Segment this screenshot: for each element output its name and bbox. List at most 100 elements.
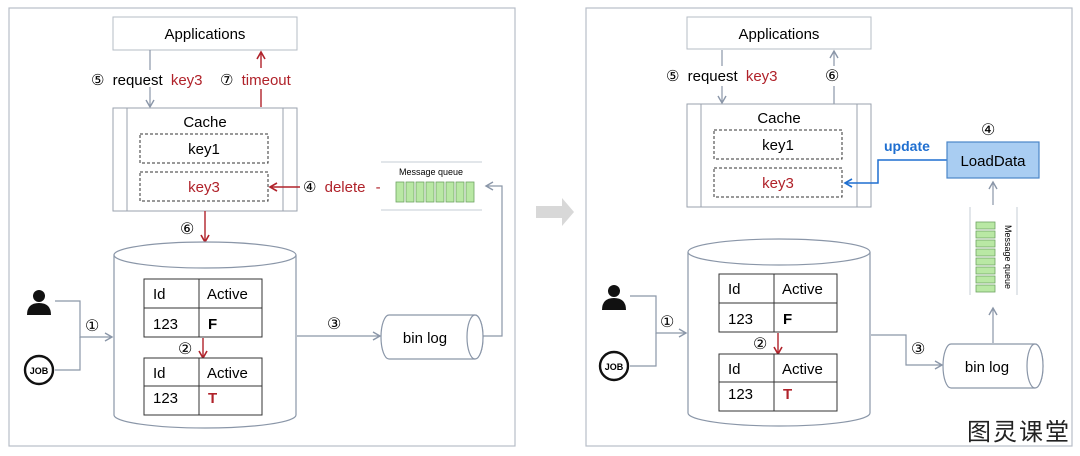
cache-key3-label-right: key3: [762, 175, 794, 192]
update-arrow: [843, 159, 947, 188]
user-write-connector: [55, 300, 114, 342]
binlog-label-right: bin log: [965, 359, 1009, 376]
cache-key3-slot-right: [713, 167, 843, 198]
delete-text: ④ delete -: [303, 179, 381, 196]
cache-key1-slot: [139, 133, 269, 164]
mq-cell: [455, 181, 465, 203]
job-label: JOB: [30, 366, 49, 376]
table-after-active-right: T: [783, 386, 792, 403]
applications-label-right: Applications: [739, 26, 820, 43]
table-before-active: F: [208, 316, 217, 333]
binlog-label: bin log: [403, 330, 447, 347]
cache-key1-slot-right: [713, 129, 843, 160]
mq-cell: [975, 275, 996, 284]
step-6-marker: ⑥: [180, 221, 194, 238]
job-write-connector-right: [630, 333, 657, 367]
user-icon-right: [602, 285, 626, 310]
table-before-id-right: 123: [728, 311, 753, 328]
mq-cell: [465, 181, 475, 203]
mq-title-right: Message queue: [1003, 225, 1013, 289]
mq-cells-right: [975, 221, 996, 293]
table-before-header-id: Id: [153, 286, 166, 303]
step-1-marker-right: ①: [660, 314, 674, 331]
table-after-header-id: Id: [153, 365, 166, 382]
table-after-id-right: 123: [728, 386, 753, 403]
cache-title-right: Cache: [757, 110, 800, 127]
step-2-marker-right: ②: [753, 336, 767, 353]
binlog-to-mq-connector: [483, 181, 503, 337]
db-table-after: Id Active 123 T: [143, 357, 263, 416]
mq-cell: [395, 181, 405, 203]
table-before-header-id-right: Id: [728, 281, 741, 298]
applications-box-right: [686, 16, 872, 50]
request-label: request: [113, 72, 164, 89]
table-after-active: T: [208, 390, 217, 407]
binlog-cap: [466, 314, 484, 360]
loaddata-box: [946, 141, 1040, 179]
cache-title: Cache: [183, 114, 226, 131]
mq-cell: [975, 257, 996, 266]
step-5-marker-right: ⑤: [666, 68, 679, 85]
table-before-id: 123: [153, 316, 178, 333]
mq-cell: [425, 181, 435, 203]
mq-title: Message queue: [399, 167, 463, 177]
cache-key3-slot: [139, 171, 269, 202]
delete-dash: -: [376, 179, 381, 196]
job-icon: JOB: [23, 354, 55, 386]
step-3-marker: ③: [327, 316, 341, 333]
mq-cell: [975, 266, 996, 275]
job-write-connector: [55, 337, 81, 371]
step-6-marker-right: ⑥: [825, 68, 839, 85]
binlog-cap-right: [1026, 343, 1044, 389]
job-label-right: JOB: [605, 362, 624, 372]
cache-key1-label-right: key1: [762, 137, 794, 154]
watermark: 图灵课堂: [967, 418, 1071, 446]
mq-cell: [415, 181, 425, 203]
request-key: key3: [171, 72, 203, 89]
table-before-header-active-right: Active: [782, 281, 823, 298]
mq-cell: [975, 248, 996, 257]
step-3-marker-right: ③: [911, 341, 925, 358]
timeout-text: ⑦ timeout: [220, 72, 292, 89]
loaddata-label: LoadData: [960, 153, 1026, 170]
database-top-right: [687, 238, 871, 266]
left-panel: Applications ⑤ request key3 ⑦ timeout Ca…: [8, 7, 516, 447]
left-panel-frame: [8, 7, 516, 447]
request-text: ⑤ request key3: [91, 72, 203, 89]
job-icon-right: JOB: [598, 350, 630, 382]
step-2-marker: ②: [178, 341, 192, 358]
step-4-marker: ④: [303, 179, 316, 196]
mq-cell: [445, 181, 455, 203]
mq-cell: [975, 221, 996, 230]
step-4-marker-right: ④: [981, 122, 995, 139]
table-after-header-id-right: Id: [728, 361, 741, 378]
table-before-active-right: F: [783, 311, 792, 328]
user-write-connector-right: [630, 295, 688, 338]
mq-cell: [435, 181, 445, 203]
delete-label: delete: [325, 179, 366, 196]
right-panel-frame: [585, 7, 1073, 447]
mq-cell: [975, 239, 996, 248]
mq-cell: [975, 284, 996, 293]
mq-cells: [395, 181, 475, 203]
right-panel: Applications ⑤ request key3 ⑥ Cache key1…: [585, 7, 1073, 447]
db-table-before-right: Id Active 123 F: [718, 273, 838, 333]
request-key-right: key3: [746, 68, 778, 85]
db-table-after-right: Id Active 123 T: [718, 353, 838, 412]
db-table-before: Id Active 123 F: [143, 278, 263, 338]
table-after-id: 123: [153, 390, 178, 407]
step-1-marker: ①: [85, 318, 99, 335]
cache-key1-label: key1: [188, 141, 220, 158]
applications-box: [112, 16, 298, 51]
step-7-marker: ⑦: [220, 72, 233, 89]
database-top: [113, 241, 297, 269]
cache-key3-label: key3: [188, 179, 220, 196]
timeout-label: timeout: [242, 72, 292, 89]
table-after-header-active-right: Active: [782, 361, 823, 378]
user-icon: [27, 290, 51, 315]
cache-box-right: [686, 103, 872, 208]
mq-cell: [405, 181, 415, 203]
request-text-right: ⑤ request key3: [666, 68, 778, 85]
transition-arrow-icon: [536, 198, 574, 226]
